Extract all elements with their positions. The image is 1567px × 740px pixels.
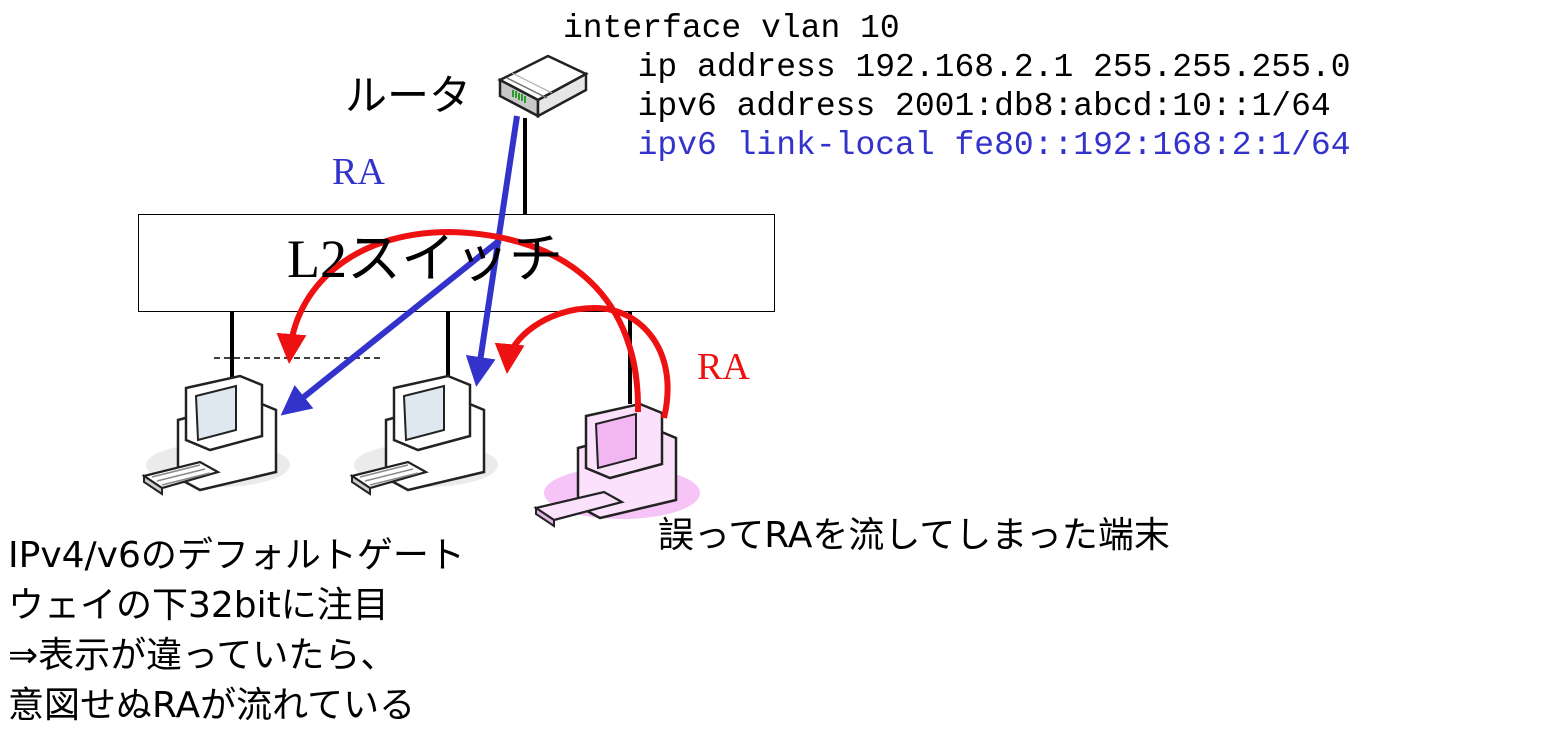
config-line-3: ipv6 address 2001:db8:abcd:10::1/64 — [598, 88, 1331, 125]
router-icon — [497, 54, 589, 119]
router-label: ルータ — [345, 71, 472, 120]
rogue-pc-icon — [533, 402, 700, 528]
config-line-2: ip address 192.168.2.1 255.255.255.0 — [598, 49, 1351, 86]
note-line-2: ウェイの下32bitに注目 — [8, 585, 389, 626]
pc-icon — [141, 374, 290, 496]
rogue-terminal-label: 誤ってRAを流してしまった端末 — [658, 515, 1170, 556]
config-line-1: interface vlan 10 — [563, 10, 900, 47]
switch-label: L2スイッチ — [287, 229, 563, 289]
ra-blue-label: RA — [332, 151, 385, 193]
ra-blue-arrow-to-pc1 — [280, 237, 502, 416]
ra-red-arrow-to-pc2 — [494, 304, 671, 419]
note-line-1: IPv4/v6のデフォルトゲート — [8, 535, 465, 576]
ra-red-label: RA — [697, 346, 750, 388]
pc-icon — [349, 374, 498, 496]
ra-red-arrow-to-pc1 — [276, 228, 642, 413]
note-line-3: ⇒表示が違っていたら、 — [8, 635, 397, 676]
note-line-4: 意図せぬRAが流れている — [8, 685, 416, 726]
config-line-4: ipv6 link-local fe80::192:168:2:1/64 — [598, 127, 1351, 164]
